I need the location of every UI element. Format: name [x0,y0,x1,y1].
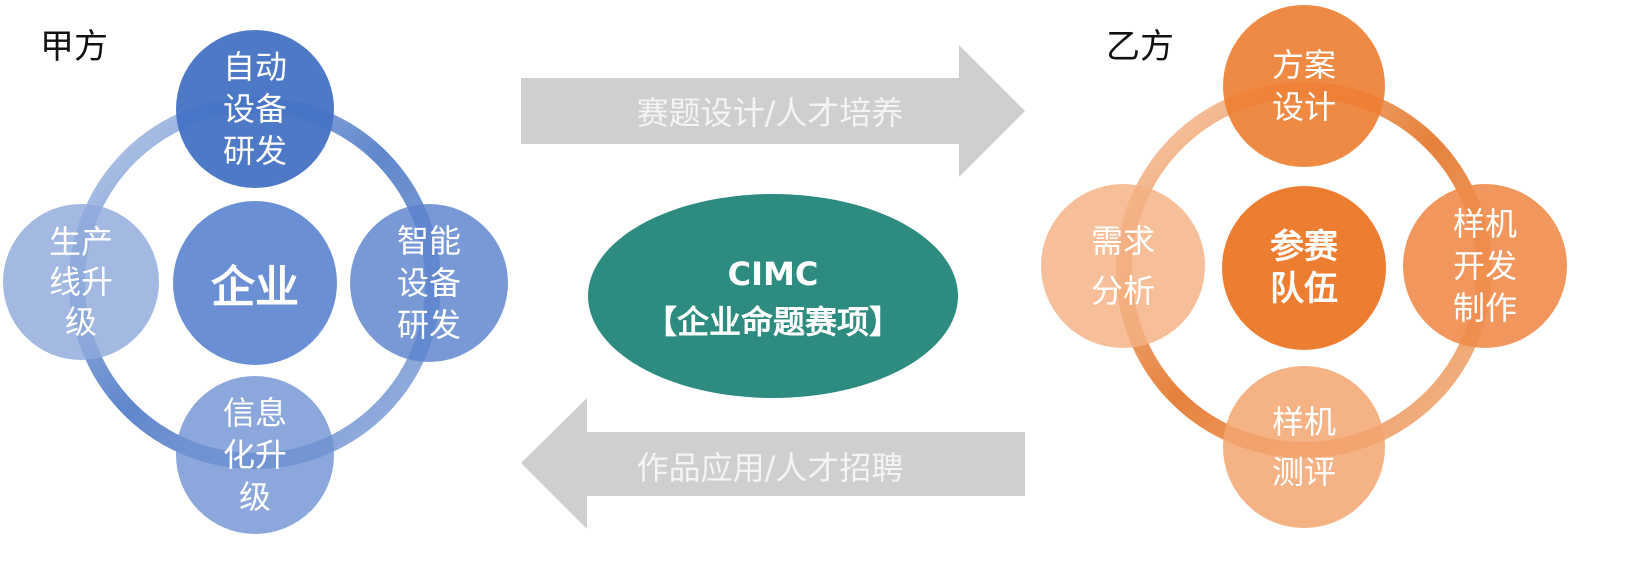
node-right-top: 方案 设计 [1223,5,1385,167]
node-left-left-label: 生产 线升 级 [48,223,113,341]
node-right-bottom: 样机 测评 [1223,366,1385,528]
node-left-right-label: 智能 设备 研发 [396,222,461,344]
node-right-center-label: 参赛 队伍 [1270,227,1338,309]
node-left-top-label: 自动 设备 研发 [222,48,287,170]
node-left-top: 自动 设备 研发 [176,30,334,188]
cimc-subtitle: 【企业命题赛项】 [644,303,901,341]
right-party-label: 乙方 [1106,27,1174,67]
arrow-right-label: 赛题设计/人才培养 [636,94,904,132]
node-left-bottom: 信息 化升 级 [176,376,334,534]
arrow-right-shape [521,45,1025,177]
cimc-title: CIMC [727,255,819,293]
node-left-center-label: 企业 [211,262,299,313]
node-right-bottom-label: 样机 测评 [1271,403,1336,491]
node-left-center: 企业 [173,201,337,365]
left-party-label: 甲方 [40,27,108,67]
node-right-right-label: 样机 开发 制作 [1452,205,1517,327]
arrow-left-label: 作品应用/人才招聘 [636,449,904,487]
node-right-center: 参赛 队伍 [1222,186,1386,350]
node-right-left-label: 需求 分析 [1090,222,1155,310]
node-left-left: 生产 线升 级 [3,204,159,360]
node-right-right: 样机 开发 制作 [1403,184,1567,348]
node-right-top-label: 方案 设计 [1271,46,1336,126]
cimc-ellipse [588,194,958,398]
arrow-left-shape [521,398,1025,529]
node-right-left: 需求 分析 [1041,184,1205,348]
node-left-bottom-label: 信息 化升 级 [222,394,287,516]
node-left-right: 智能 设备 研发 [350,204,508,362]
